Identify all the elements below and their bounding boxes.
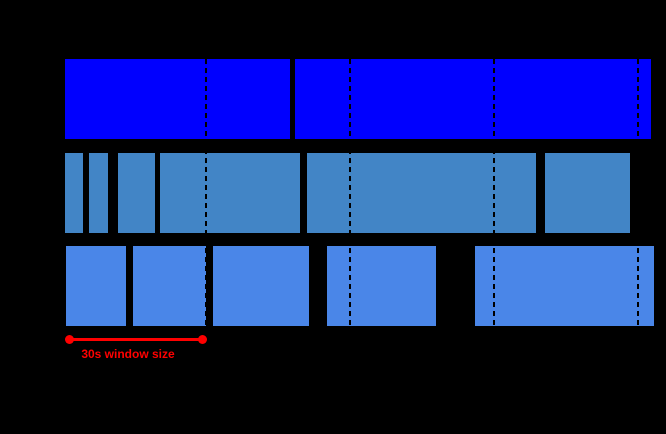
window-boundary-dashed-line <box>493 59 495 326</box>
window-boundary-dashed-line <box>349 59 351 326</box>
bar-segment-stream-1 <box>65 59 290 139</box>
arrow-right-endpoint-dot <box>197 334 207 344</box>
bar-segment-stream-2 <box>160 153 300 233</box>
measurement-arrow-line <box>69 337 202 341</box>
bar-segment-stream-2 <box>307 153 536 233</box>
bar-segment-stream-3 <box>66 246 126 326</box>
bar-segment-stream-2 <box>118 153 155 233</box>
bar-segment-stream-1 <box>295 59 651 139</box>
window-size-label: 30s window size <box>81 347 175 361</box>
arrow-left-endpoint-dot <box>64 334 74 344</box>
bar-segment-stream-3 <box>327 246 436 326</box>
bar-segment-stream-3 <box>213 246 309 326</box>
bar-segment-stream-2 <box>65 153 83 233</box>
bar-segment-stream-2 <box>545 153 630 233</box>
bar-segment-stream-2 <box>89 153 108 233</box>
bar-segment-stream-3 <box>133 246 206 326</box>
bar-segment-stream-3 <box>475 246 654 326</box>
window-boundary-dashed-line <box>205 59 207 326</box>
window-boundary-dashed-line <box>637 59 639 326</box>
